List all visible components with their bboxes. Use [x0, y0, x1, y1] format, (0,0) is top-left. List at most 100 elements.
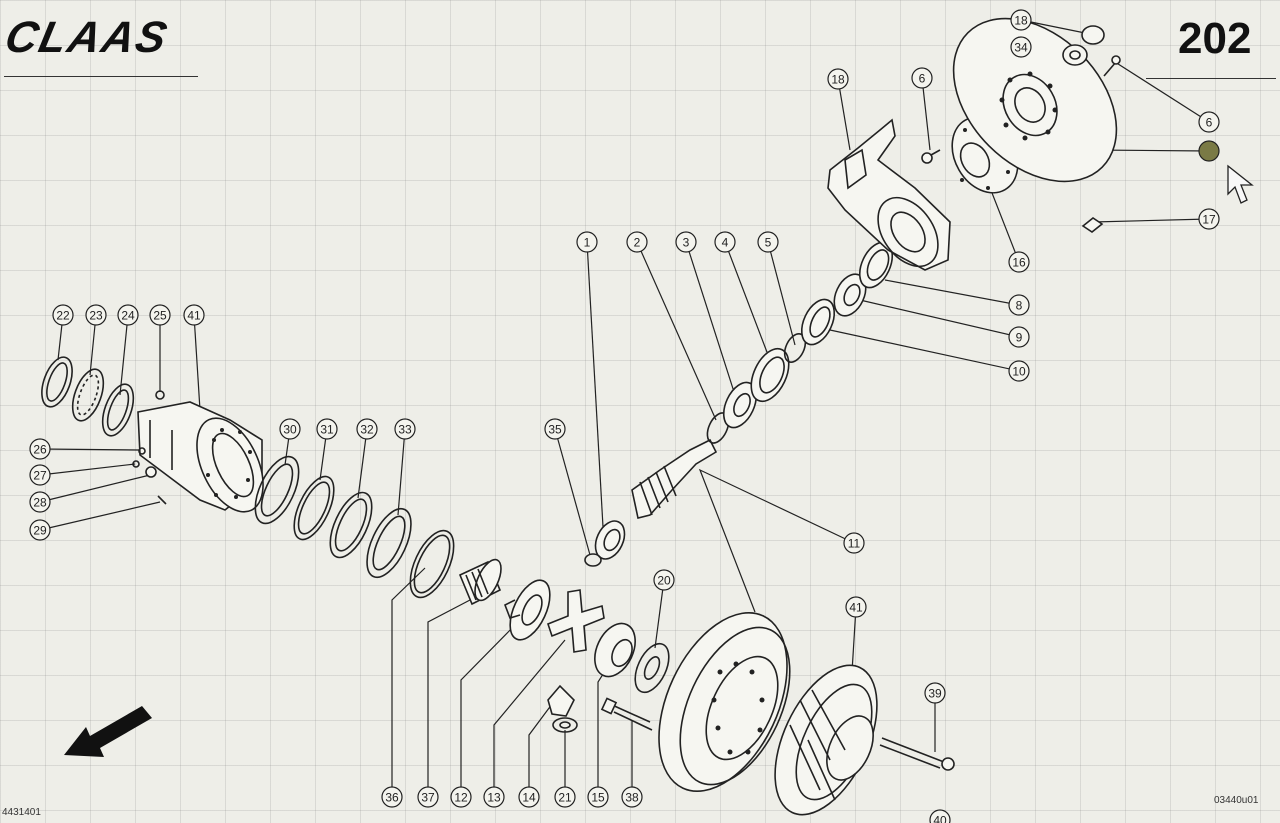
- callout-number: 14: [522, 791, 536, 805]
- callout-c29[interactable]: 29: [29, 519, 51, 541]
- callout-circle: [1198, 111, 1220, 133]
- callout-c14[interactable]: 14: [518, 786, 540, 808]
- callout-number: 27: [33, 469, 47, 483]
- seal-8[interactable]: [853, 237, 899, 292]
- callout-c15[interactable]: 15: [587, 786, 609, 808]
- washer-20[interactable]: [628, 639, 675, 698]
- seal-ring-23[interactable]: [67, 365, 110, 425]
- callout-c1[interactable]: 1: [576, 231, 598, 253]
- callout-c10[interactable]: 10: [1008, 360, 1030, 382]
- callout-number: 6: [1206, 116, 1213, 130]
- callout-c18a[interactable]: 18: [827, 68, 849, 90]
- callout-c34[interactable]: 34: [1010, 36, 1032, 58]
- bearing-cup-10[interactable]: [795, 294, 841, 349]
- o-ring-35[interactable]: [584, 553, 602, 567]
- bearing-cup-4[interactable]: [744, 343, 797, 407]
- differential-spider-13[interactable]: [547, 589, 605, 653]
- callout-c6b[interactable]: 6: [1198, 111, 1220, 133]
- callout-c41a[interactable]: 41: [183, 304, 205, 326]
- bolt-17[interactable]: [1081, 217, 1104, 233]
- side-gear-12[interactable]: [502, 574, 558, 646]
- callout-c21[interactable]: 21: [554, 786, 576, 808]
- callout-c28[interactable]: 28: [29, 491, 51, 513]
- callout-number: 25: [153, 309, 167, 323]
- callout-number: 18: [1014, 14, 1028, 28]
- leader-line-c15: [597, 659, 613, 797]
- callout-circle: [1008, 294, 1030, 316]
- callout-c30[interactable]: 30: [279, 418, 301, 440]
- callout-c6a[interactable]: 6: [911, 67, 933, 89]
- washer-21[interactable]: [552, 717, 578, 733]
- callout-c39[interactable]: 39: [924, 682, 946, 704]
- callout-number: 38: [625, 791, 639, 805]
- callout-c16[interactable]: 16: [1008, 251, 1030, 273]
- callout-c26[interactable]: 26: [29, 438, 51, 460]
- callout-c9[interactable]: 9: [1008, 326, 1030, 348]
- callout-c41b[interactable]: 41: [845, 596, 867, 618]
- callout-c27[interactable]: 27: [29, 464, 51, 486]
- callout-c22[interactable]: 22: [52, 304, 74, 326]
- callout-number: 37: [421, 791, 435, 805]
- drive-pinion-shaft[interactable]: [631, 438, 718, 519]
- callout-circle: [576, 231, 598, 253]
- callout-c33[interactable]: 33: [394, 418, 416, 440]
- callout-c18b[interactable]: 18: [1010, 9, 1032, 31]
- callout-c24[interactable]: 24: [117, 304, 139, 326]
- callout-circle: [381, 786, 403, 808]
- shim-32[interactable]: [322, 487, 381, 564]
- callout-c23[interactable]: 23: [85, 304, 107, 326]
- brake-disc[interactable]: [922, 0, 1148, 213]
- callout-c36[interactable]: 36: [381, 786, 403, 808]
- callout-c37[interactable]: 37: [417, 786, 439, 808]
- callout-circle: [1198, 208, 1220, 230]
- differential-case-41[interactable]: [754, 650, 898, 823]
- callout-c25[interactable]: 25: [149, 304, 171, 326]
- mounting-bracket-18[interactable]: [827, 118, 951, 277]
- shim-31[interactable]: [286, 471, 342, 545]
- seal-ring-22[interactable]: [36, 353, 78, 411]
- callout-number: 1: [584, 236, 591, 250]
- leader-line-c3: [685, 241, 736, 396]
- leader-lines: [39, 19, 1210, 797]
- callout-c8[interactable]: 8: [1008, 294, 1030, 316]
- pinion-gear-15[interactable]: [587, 617, 643, 683]
- snap-ring-36[interactable]: [401, 524, 462, 604]
- callout-c31[interactable]: 31: [316, 418, 338, 440]
- leader-line-c27: [39, 463, 136, 476]
- roller-bearing-37[interactable]: [458, 556, 506, 606]
- bolt-39[interactable]: [879, 737, 955, 771]
- leader-line-c29: [39, 501, 161, 531]
- leader-line-c12: [460, 619, 521, 797]
- nut-34[interactable]: [1062, 44, 1088, 66]
- pinion-gear-14[interactable]: [547, 684, 575, 717]
- small-parts-25-29[interactable]: [132, 390, 167, 505]
- callout-c5[interactable]: 5: [757, 231, 779, 253]
- callout-c4[interactable]: 4: [714, 231, 736, 253]
- bearing-3[interactable]: [717, 377, 763, 432]
- callout-c35[interactable]: 35: [544, 418, 566, 440]
- callout-c11[interactable]: 11: [843, 532, 865, 554]
- callout-c12[interactable]: 12: [450, 786, 472, 808]
- callout-circle: [554, 786, 576, 808]
- callout-c38[interactable]: 38: [621, 786, 643, 808]
- shim-33[interactable]: [358, 502, 420, 583]
- bolt-6-upper[interactable]: [921, 149, 941, 164]
- shim-30[interactable]: [246, 450, 307, 530]
- direction-arrow-icon: [64, 706, 152, 757]
- callout-c3[interactable]: 3: [675, 231, 697, 253]
- bolt-6-lower[interactable]: [1103, 55, 1121, 77]
- callout-c32[interactable]: 32: [356, 418, 378, 440]
- callout-c2[interactable]: 2: [626, 231, 648, 253]
- nut-18[interactable]: [1081, 25, 1105, 45]
- callout-c40[interactable]: 40: [929, 809, 951, 823]
- seal-ring-1[interactable]: [590, 516, 630, 563]
- crown-wheel-11[interactable]: [633, 593, 813, 812]
- callout-c20[interactable]: 20: [653, 569, 675, 591]
- hub-housing-41[interactable]: [137, 401, 277, 522]
- callout-c13[interactable]: 13: [483, 786, 505, 808]
- seal-ring-24[interactable]: [97, 380, 140, 440]
- callout-c7[interactable]: [1198, 140, 1220, 162]
- bolt-38[interactable]: [600, 697, 653, 731]
- callout-number: 40: [933, 814, 947, 823]
- callout-c17[interactable]: 17: [1198, 208, 1220, 230]
